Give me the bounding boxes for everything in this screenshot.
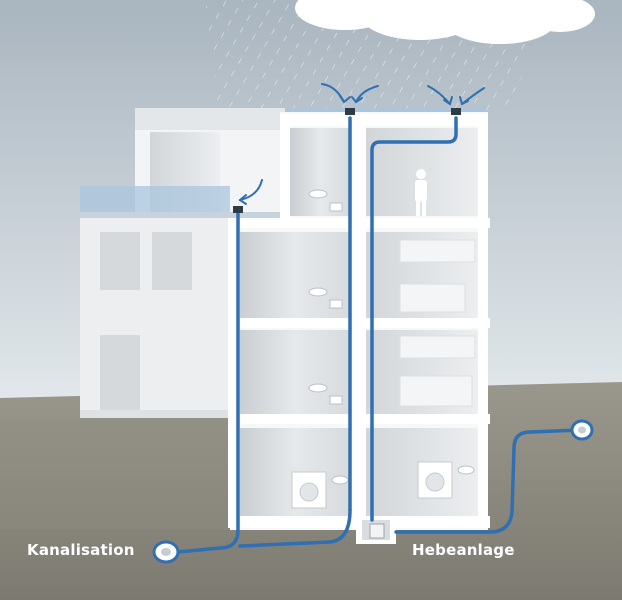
rain-flow-arrows [238,83,485,205]
annex-building [80,215,230,418]
sanitary-fixtures [308,189,475,485]
lift-station-label: Hebeanlage [412,541,515,559]
ground-shade [0,420,230,530]
cloud [295,0,595,44]
room-top-left [290,128,350,216]
kitchen-cabinets [399,239,476,407]
lift-station-pump [369,523,385,539]
washing-machines [291,461,453,509]
main-building [228,112,490,544]
drainage-pipes [176,116,582,554]
person-silhouette [415,169,427,216]
roof-drain-heads [233,108,461,213]
terrace-glass-railing [80,186,230,216]
sewer-label: Kanalisation [27,541,135,559]
sewer-pipe-end-right [570,419,594,441]
sewer-pipe-end-left [152,540,180,564]
